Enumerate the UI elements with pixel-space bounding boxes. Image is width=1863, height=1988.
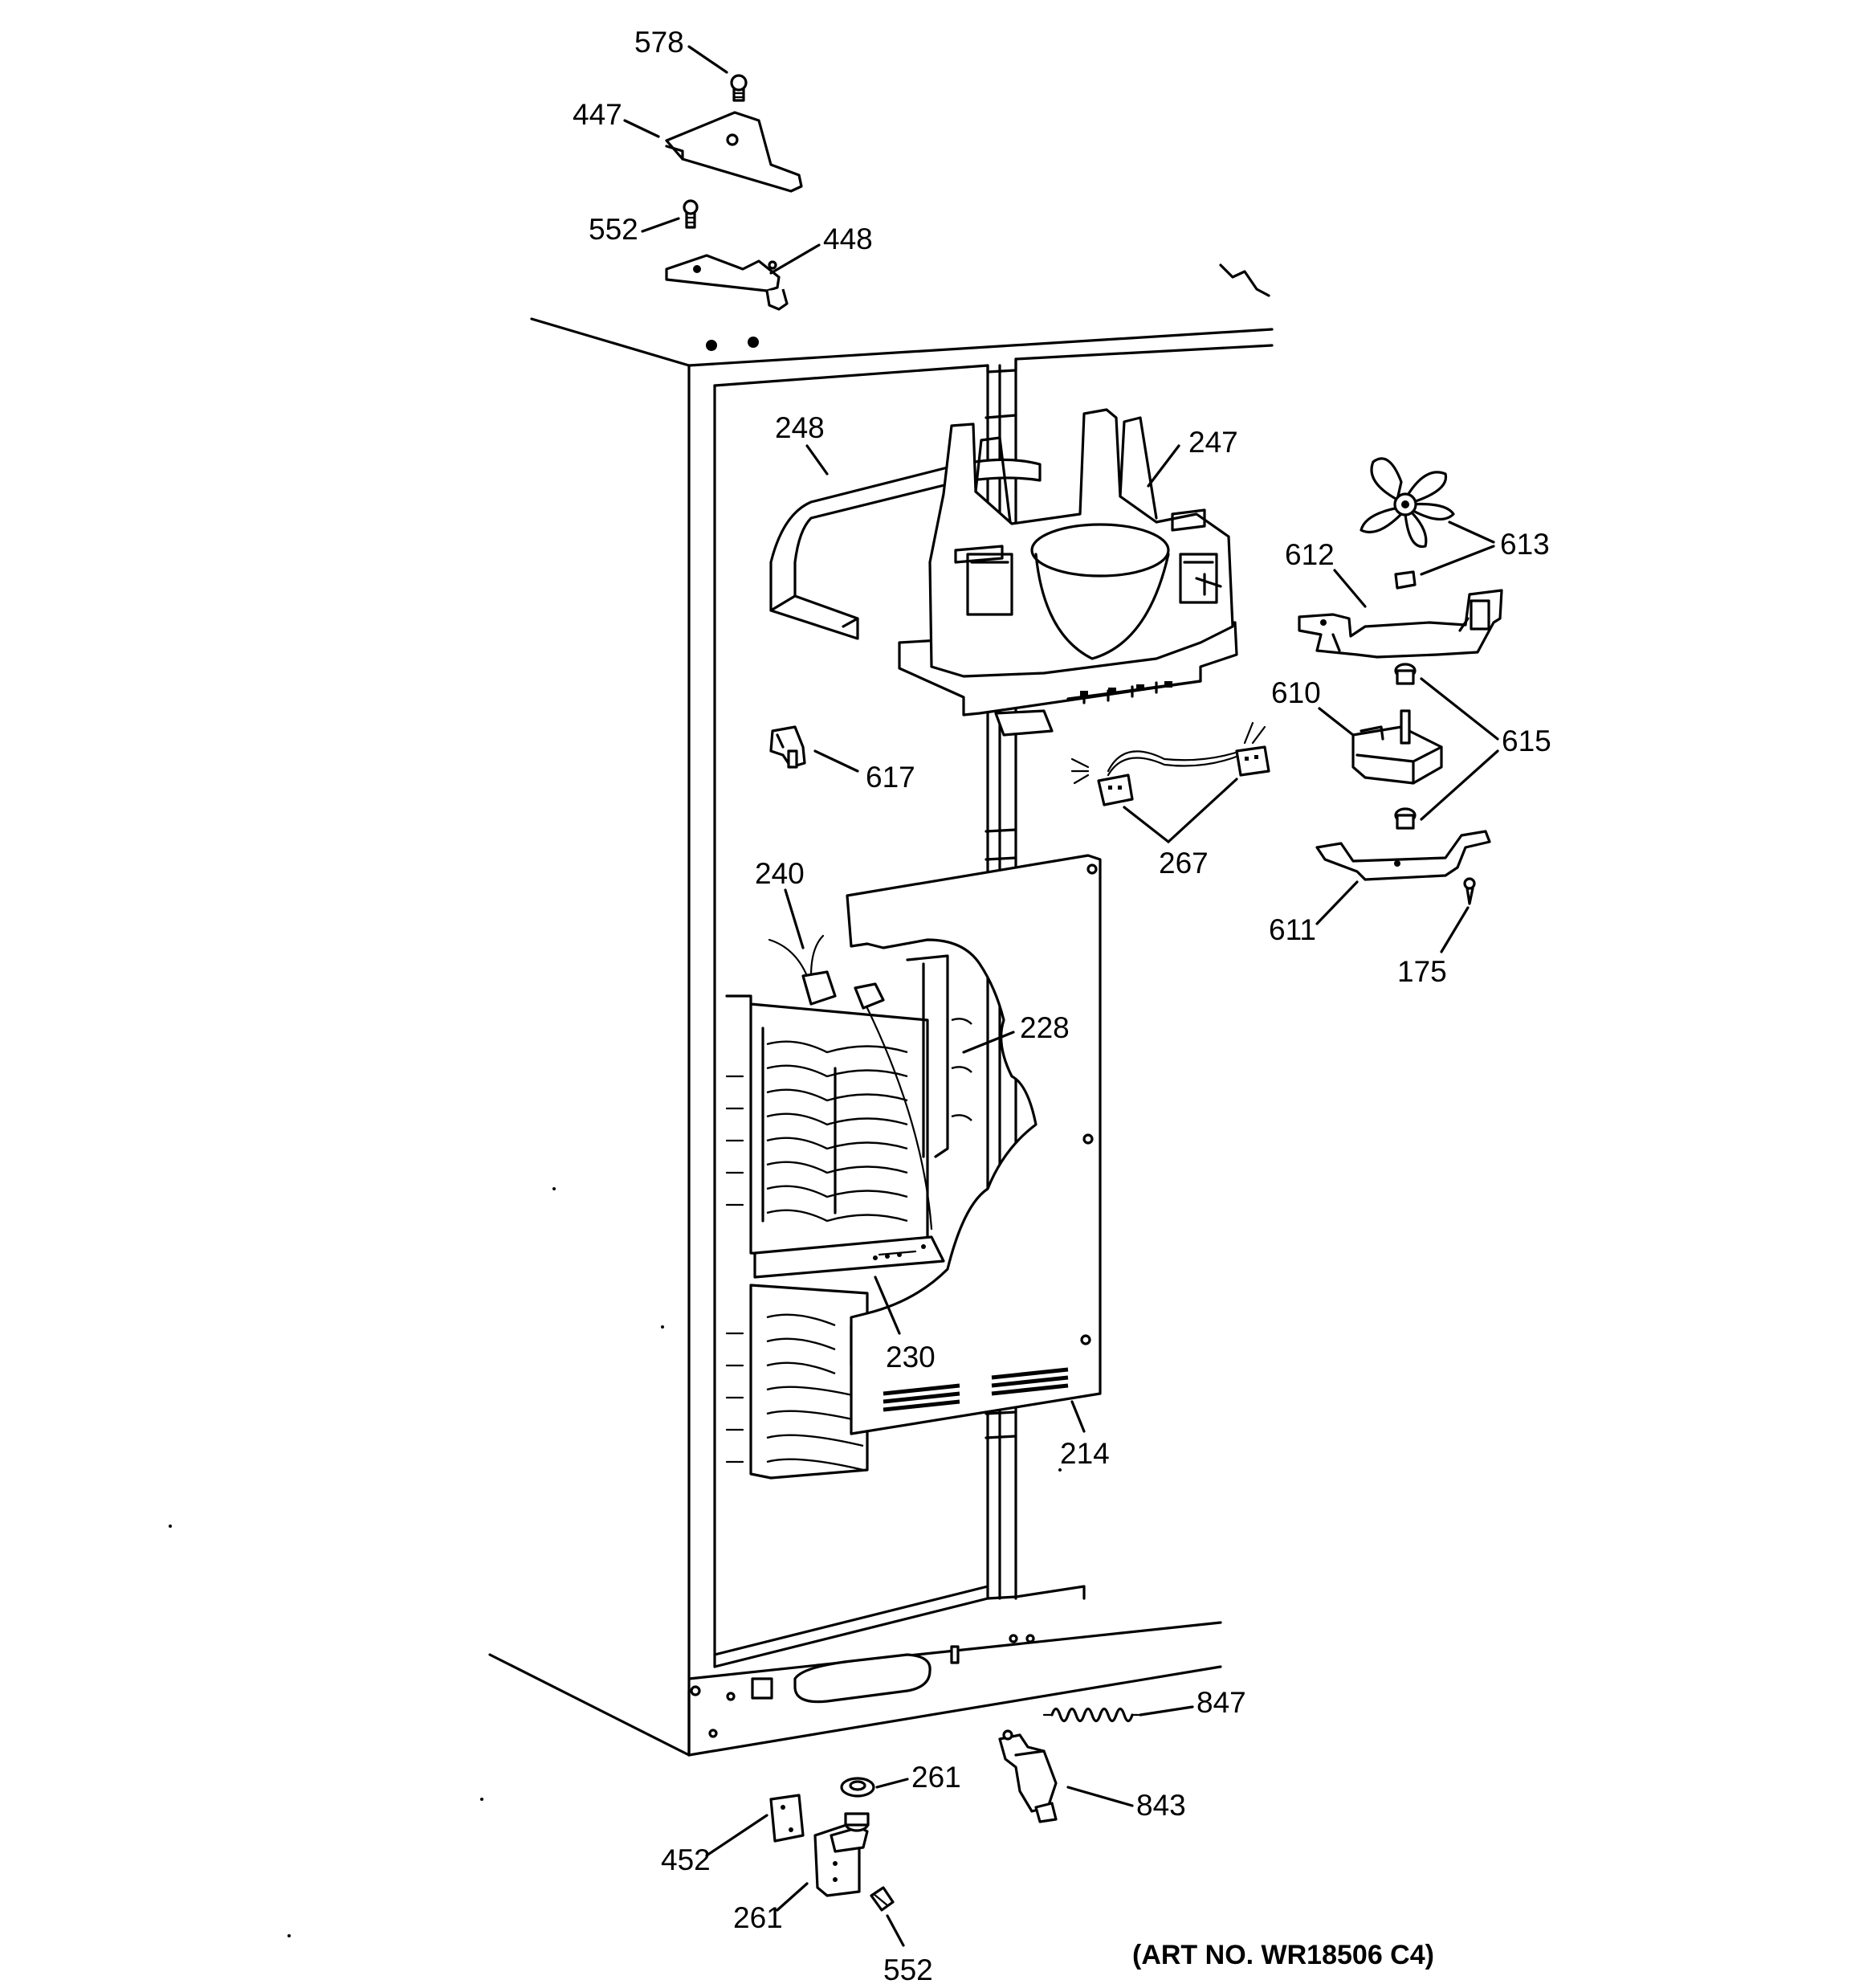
leader-247 xyxy=(1147,444,1180,488)
leader-452 xyxy=(705,1814,768,1857)
leader-lines xyxy=(623,45,1499,1947)
evaporator-coil xyxy=(725,954,972,1480)
leader-248 xyxy=(805,444,829,476)
callout-247: 247 xyxy=(1188,426,1238,459)
screw-552-bottom xyxy=(870,1886,895,1912)
leader-552-top xyxy=(641,217,680,233)
cover-vent-slots xyxy=(883,1367,1069,1412)
callout-447: 447 xyxy=(573,98,622,131)
leader-447 xyxy=(623,119,660,138)
evaporator-cover-214 xyxy=(846,854,1102,1435)
top-hinge-cover-447 xyxy=(665,111,803,193)
leader-847 xyxy=(1139,1705,1194,1717)
leader-175 xyxy=(1440,906,1470,953)
leader-610 xyxy=(1318,707,1355,737)
bottom-hinge-261 xyxy=(813,1812,870,1897)
leader-613a xyxy=(1448,520,1495,544)
leader-267a xyxy=(1123,806,1170,843)
leader-615a xyxy=(1420,677,1499,741)
fan-motor-610 xyxy=(1351,709,1443,785)
callout-578: 578 xyxy=(634,26,684,59)
leader-611 xyxy=(1315,880,1359,925)
leader-843 xyxy=(1066,1786,1134,1807)
shim-452 xyxy=(769,1794,805,1843)
leader-617 xyxy=(813,749,859,773)
callout-552-top: 552 xyxy=(589,213,638,246)
callout-452: 452 xyxy=(661,1843,711,1876)
defrost-sensor-240 xyxy=(768,934,933,1231)
wire-harness-267 xyxy=(1070,721,1270,806)
washer-261 xyxy=(840,1777,875,1798)
callout-615: 615 xyxy=(1502,725,1551,757)
bracket-612 xyxy=(1298,589,1503,659)
fan-blade-613 xyxy=(1360,457,1455,549)
screw-578 xyxy=(730,74,748,102)
callout-248: 248 xyxy=(775,411,825,444)
callout-261-top: 261 xyxy=(911,1761,961,1794)
leader-613b xyxy=(1420,545,1495,576)
leader-615b xyxy=(1420,749,1499,821)
callout-617: 617 xyxy=(866,761,915,794)
leader-261-top xyxy=(875,1778,909,1789)
callout-240: 240 xyxy=(755,857,805,890)
coil-fins-lower xyxy=(766,1313,864,1472)
grommet-615-top xyxy=(1394,663,1417,685)
coil-tube-ends xyxy=(725,1075,744,1463)
nut-613 xyxy=(1394,570,1417,590)
coil-fins-upper xyxy=(766,1040,908,1223)
art-number: (ART NO. WR18506 C4) xyxy=(1132,1940,1434,1970)
leader-267b xyxy=(1167,778,1238,843)
leader-240 xyxy=(784,888,805,949)
callout-261-bottom: 261 xyxy=(733,1901,783,1934)
callout-267: 267 xyxy=(1159,847,1209,880)
callout-847: 847 xyxy=(1196,1686,1246,1719)
screw-175 xyxy=(1463,877,1476,905)
bracket-611 xyxy=(1315,830,1491,881)
callout-228: 228 xyxy=(1020,1011,1070,1044)
callout-843: 843 xyxy=(1136,1789,1186,1822)
leader-612 xyxy=(1333,569,1367,608)
leader-448 xyxy=(769,243,821,275)
callout-552-bottom: 552 xyxy=(883,1953,933,1986)
top-hinge-448 xyxy=(665,254,789,311)
grommet-615-bottom xyxy=(1394,807,1417,830)
sensor-clip-617 xyxy=(769,725,806,769)
leader-214 xyxy=(1070,1400,1086,1433)
callout-610: 610 xyxy=(1271,676,1321,709)
leader-261-bottom xyxy=(776,1882,809,1912)
leader-230 xyxy=(874,1276,901,1335)
callout-230: 230 xyxy=(886,1341,936,1374)
callout-612: 612 xyxy=(1285,538,1335,571)
evaporator-fan-housing-247 xyxy=(898,408,1238,737)
leader-552-bottom xyxy=(886,1914,905,1947)
door-closer-843 xyxy=(998,1729,1058,1823)
callout-labels: 578 447 552 448 248 247 613 612 610 615 … xyxy=(573,26,1551,1986)
callout-613: 613 xyxy=(1500,528,1550,561)
callout-214: 214 xyxy=(1060,1437,1110,1470)
leader-228 xyxy=(962,1031,1015,1054)
callout-611: 611 xyxy=(1269,913,1316,946)
callout-175: 175 xyxy=(1397,955,1447,988)
leader-578 xyxy=(687,45,728,74)
spring-847 xyxy=(1042,1707,1140,1723)
screw-552-top xyxy=(683,199,699,229)
callout-448: 448 xyxy=(823,222,873,255)
